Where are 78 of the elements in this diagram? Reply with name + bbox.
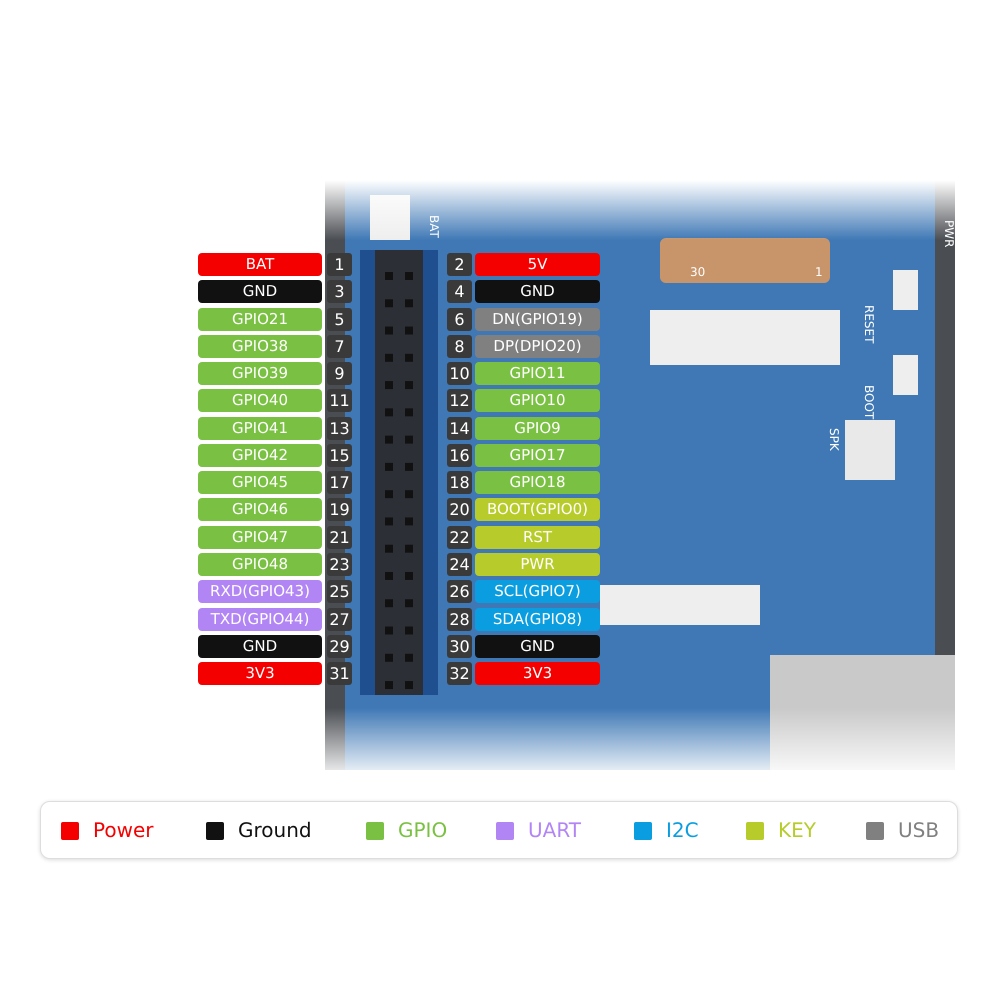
pin-name-label: GPIO45 [198, 471, 322, 494]
pin-number: 1 [327, 253, 352, 276]
pin-number: 23 [327, 553, 352, 576]
pin-number: 17 [327, 471, 352, 494]
pin-name-label: GPIO42 [198, 444, 322, 467]
pin-number: 22 [447, 526, 472, 549]
silkscreen-label: RESET [862, 305, 876, 344]
pin-number: 12 [447, 389, 472, 412]
pin-name-label: DN(GPIO19) [475, 308, 600, 331]
silkscreen-label: 1 [815, 265, 823, 279]
pin-name-label: 3V3 [198, 662, 322, 685]
pin-number: 11 [327, 389, 352, 412]
pin-number: 26 [447, 580, 472, 603]
silkscreen-label: 30 [690, 265, 706, 279]
pin-name-label: GPIO41 [198, 417, 322, 440]
pin-number: 18 [447, 471, 472, 494]
legend-text: GPIO [398, 818, 448, 842]
pin-name-label: DP(DPIO20) [475, 335, 600, 358]
pin-name-label: GPIO47 [198, 526, 322, 549]
pin-name-label: GPIO11 [475, 362, 600, 385]
pin-number: 27 [327, 608, 352, 631]
pin-number: 10 [447, 362, 472, 385]
pin-number: 29 [327, 635, 352, 658]
pin-name-label: BOOT(GPIO0) [475, 498, 600, 521]
pin-name-label: GPIO46 [198, 498, 322, 521]
pin-name-label: GND [475, 280, 600, 303]
pin-number: 14 [447, 417, 472, 440]
legend-text: USB [898, 818, 940, 842]
silkscreen-label: BAT [427, 215, 441, 238]
pin-name-label: GND [475, 635, 600, 658]
pin-number: 13 [327, 417, 352, 440]
pin-number: 25 [327, 580, 352, 603]
pin-number: 7 [327, 335, 352, 358]
pin-number: 31 [327, 662, 352, 685]
pin-number: 20 [447, 498, 472, 521]
pin-number: 19 [327, 498, 352, 521]
pin-name-label: GPIO38 [198, 335, 322, 358]
pin-name-label: RXD(GPIO43) [198, 580, 322, 603]
pin-name-label: GND [198, 635, 322, 658]
pin-name-label: GND [198, 280, 322, 303]
pin-name-label: GPIO17 [475, 444, 600, 467]
pin-number: 8 [447, 335, 472, 358]
pin-name-label: TXD(GPIO44) [198, 608, 322, 631]
legend-text: I2C [666, 818, 699, 842]
pin-number: 6 [447, 308, 472, 331]
pin-number: 28 [447, 608, 472, 631]
pin-number: 24 [447, 553, 472, 576]
pin-number: 15 [327, 444, 352, 467]
pin-number: 2 [447, 253, 472, 276]
legend-text: KEY [778, 818, 816, 842]
pin-number: 21 [327, 526, 352, 549]
pin-name-label: 3V3 [475, 662, 600, 685]
pin-name-label: PWR [475, 553, 600, 576]
pin-name-label: GPIO10 [475, 389, 600, 412]
pin-number: 16 [447, 444, 472, 467]
pin-name-label: RST [475, 526, 600, 549]
pin-number: 30 [447, 635, 472, 658]
pin-name-label: GPIO39 [198, 362, 322, 385]
pin-name-label: 5V [475, 253, 600, 276]
pin-name-label: GPIO40 [198, 389, 322, 412]
legend-text: Power [93, 818, 154, 842]
legend-text: Ground [238, 818, 312, 842]
silkscreen-label: SPK [827, 428, 841, 451]
pin-name-label: BAT [198, 253, 322, 276]
pin-number: 4 [447, 280, 472, 303]
legend-text: UART [528, 818, 581, 842]
pin-number: 3 [327, 280, 352, 303]
pin-number: 9 [327, 362, 352, 385]
pin-name-label: SCL(GPIO7) [475, 580, 600, 603]
silkscreen-label: PWR [942, 220, 956, 248]
pin-name-label: SDA(GPIO8) [475, 608, 600, 631]
pin-name-label: GPIO9 [475, 417, 600, 440]
silkscreen-label: BOOT [862, 385, 876, 420]
pin-number: 5 [327, 308, 352, 331]
pin-name-label: GPIO48 [198, 553, 322, 576]
pin-name-label: GPIO18 [475, 471, 600, 494]
pin-number: 32 [447, 662, 472, 685]
pin-name-label: GPIO21 [198, 308, 322, 331]
